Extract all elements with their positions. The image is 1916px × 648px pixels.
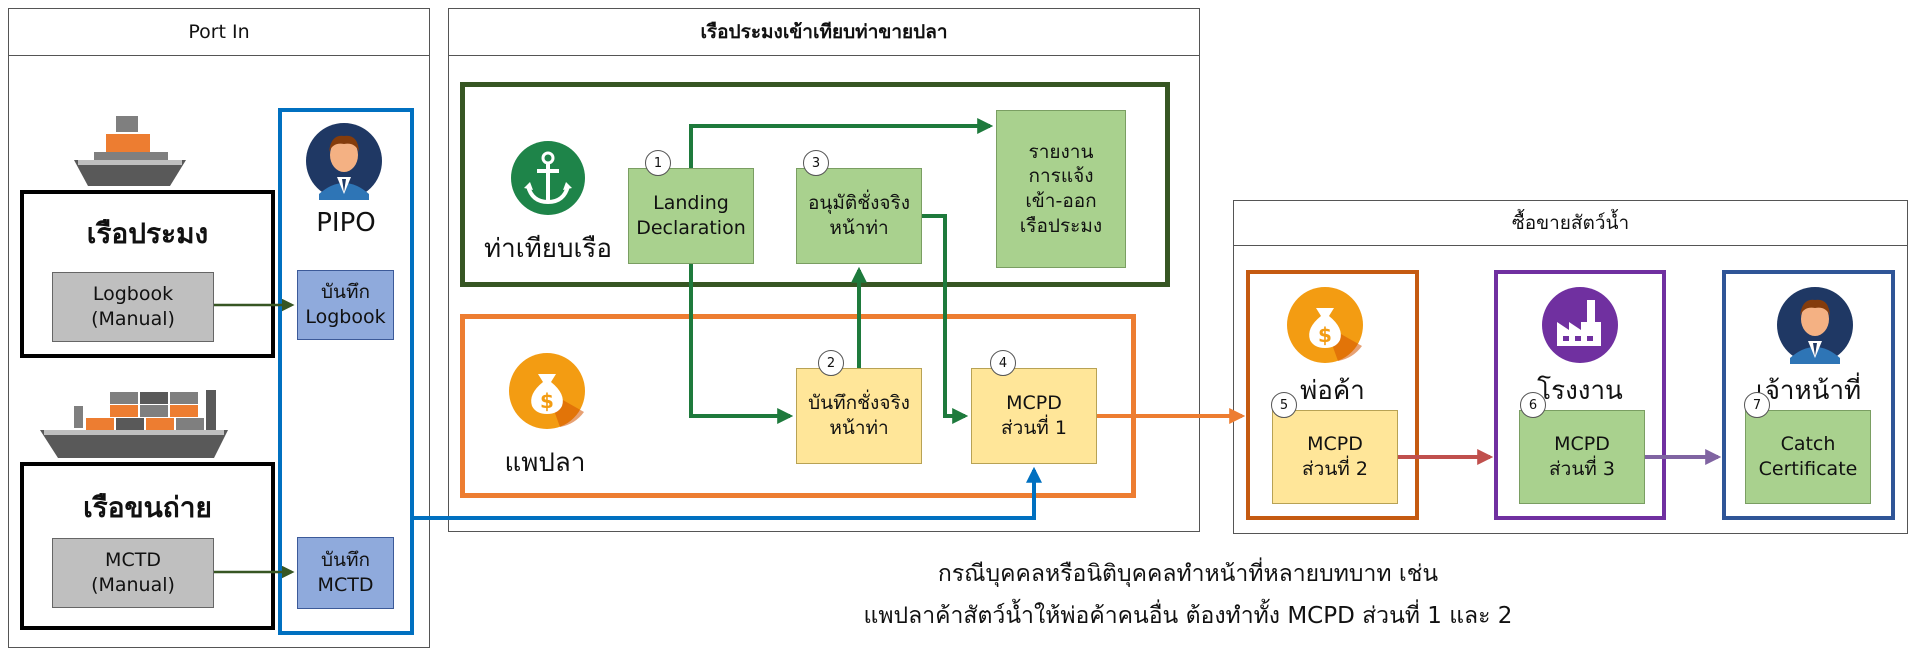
cargo-ship-icon	[74, 116, 186, 186]
merchant-label: พ่อค้า	[1300, 376, 1365, 406]
mcpd-part2-box: MCPD ส่วนที่ 2	[1272, 410, 1398, 504]
approve-weighing-box: อนุมัติชั่งจริง หน้าท่า	[796, 168, 922, 264]
pipo-person-icon	[306, 123, 382, 200]
record-mctd-box: บันทึก MCTD	[297, 537, 394, 609]
mctd-manual-box: MCTD (Manual)	[52, 538, 214, 608]
fishing-vessel-label: เรือประมง	[86, 217, 209, 250]
svg-text:$: $	[1318, 323, 1332, 347]
anchor-icon	[511, 141, 585, 215]
factory-group	[1494, 270, 1666, 520]
factory-label: โรงงาน	[1537, 376, 1623, 406]
mcpd-part3-box: MCPD ส่วนที่ 3	[1519, 410, 1645, 504]
merchant-money-bag-icon: $	[1287, 287, 1363, 363]
svg-text:$: $	[540, 389, 554, 413]
step-7-badge: 7	[1744, 392, 1770, 418]
carrier-vessel-box: เรือขนถ่าย MCTD (Manual)	[20, 462, 275, 630]
port-authority-group	[460, 82, 1170, 287]
step-2-badge: 2	[818, 350, 844, 376]
fishing-vessel-box: เรือประมง Logbook (Manual)	[20, 190, 275, 358]
factory-icon	[1542, 287, 1618, 363]
note-line-1: กรณีบุคคลหรือนิติบุคคลทำหน้าที่หลายบทบาท…	[937, 561, 1439, 587]
pipo-label: PIPO	[316, 208, 376, 238]
pipo-column	[278, 108, 414, 635]
catch-certificate-box: Catch Certificate	[1745, 410, 1871, 504]
record-logbook-box: บันทึก Logbook	[297, 270, 394, 340]
officer-label: เจ้าหน้าที่	[1755, 376, 1862, 406]
officer-person-icon	[1777, 287, 1853, 364]
step-1-badge: 1	[645, 150, 671, 176]
vessel-report-box: รายงาน การแจ้ง เข้า-ออก เรือประมง	[996, 110, 1126, 268]
carrier-vessel-label: เรือขนถ่าย	[83, 491, 212, 524]
port-label: ท่าเทียบเรือ	[484, 234, 612, 264]
step-5-badge: 5	[1271, 392, 1297, 418]
logbook-manual-box: Logbook (Manual)	[52, 272, 214, 342]
trade-panel-title: ซื้อขายสัตว์น้ำ	[1234, 201, 1907, 246]
note-line-2: แพปลาค้าสัตว์น้ำให้พ่อค้าคนอื่น ต้องทำทั…	[863, 603, 1513, 629]
market-money-bag-icon: $	[509, 353, 585, 429]
mcpd-part1-box: MCPD ส่วนที่ 1	[971, 368, 1097, 464]
port-in-title: Port In	[9, 9, 429, 56]
container-ship-icon	[40, 390, 228, 458]
record-weighing-box: บันทึกชั่งจริง หน้าท่า	[796, 368, 922, 464]
step-3-badge: 3	[803, 150, 829, 176]
step-6-badge: 6	[1520, 392, 1546, 418]
market-label: แพปลา	[504, 448, 586, 478]
landing-panel-title: เรือประมงเข้าเทียบท่าขายปลา	[449, 9, 1199, 56]
merchant-group	[1246, 270, 1419, 520]
officer-group	[1722, 270, 1895, 520]
step-4-badge: 4	[990, 350, 1016, 376]
landing-declaration-box: Landing Declaration	[628, 168, 754, 264]
